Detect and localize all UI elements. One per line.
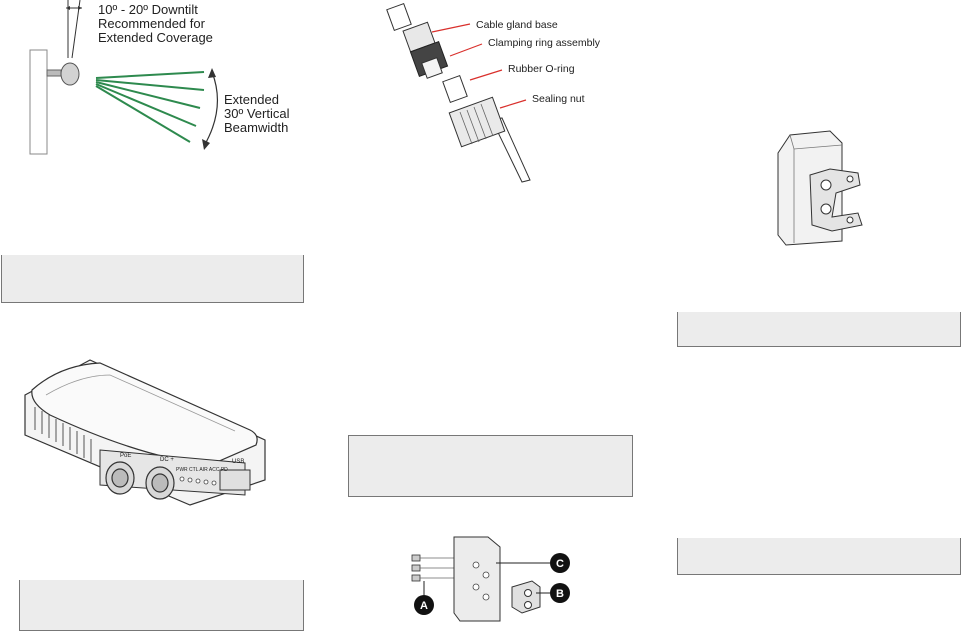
note-box-5 (677, 538, 961, 575)
access-point-drawing: PoE DC + USB PWR CTL AIR ACC PD (24, 359, 266, 506)
mount-kit-figure: C B A (400, 525, 580, 625)
note-box-1 (1, 255, 304, 303)
beam-label-2: 30º Vertical (224, 106, 290, 121)
note-box-2 (19, 580, 304, 631)
gland-label-base: Cable gland base (476, 19, 558, 31)
cable-gland-figure: Cable gland base Clamping ring assembly … (370, 0, 630, 190)
downtilt-diagram: 10º - 20º Downtilt Recommended for Exten… (29, 0, 290, 155)
downtilt-line2: Recommended for (98, 16, 206, 31)
port-label-dc: DC + (160, 457, 174, 463)
bracket-figure (770, 125, 870, 250)
port-label-usb: USB (232, 459, 244, 465)
gland-label-oring: Rubber O-ring (508, 63, 575, 75)
bracket-drawing (777, 130, 863, 246)
beam-lines (95, 71, 205, 143)
cable-gland-drawing: Cable gland base Clamping ring assembly … (386, 2, 601, 183)
beam-label-1: Extended (224, 92, 279, 107)
downtilt-line1: 10º - 20º Downtilt (98, 2, 198, 17)
callout-c: C (556, 558, 564, 570)
beam-label-3: Beamwidth (224, 120, 288, 135)
access-point-figure: PoE DC + USB PWR CTL AIR ACC PD (20, 345, 280, 515)
gland-label-nut: Sealing nut (532, 93, 585, 105)
downtilt-line3: Extended Coverage (98, 30, 213, 45)
note-box-4 (677, 312, 961, 347)
mount-kit-drawing: C B A (411, 536, 570, 622)
gland-label-clamp: Clamping ring assembly (488, 37, 601, 49)
note-box-3 (348, 435, 633, 497)
callout-a: A (420, 600, 428, 612)
led-labels: PWR CTL AIR ACC PD (176, 467, 228, 473)
callout-b: B (556, 588, 564, 600)
port-label-poe: PoE (120, 453, 131, 459)
downtilt-figure: 10º - 20º Downtilt Recommended for Exten… (0, 0, 300, 160)
